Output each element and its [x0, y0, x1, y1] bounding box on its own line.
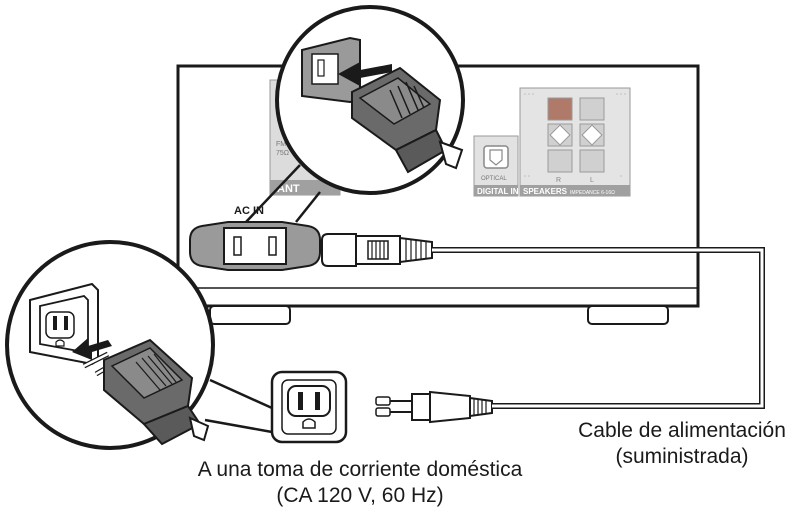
speakers-label: SPEAKERS [523, 187, 568, 196]
cable-caption-line1: Cable de alimentación [578, 419, 786, 442]
ac-inlet-magnifier [245, 5, 465, 223]
outlet-magnifier [5, 240, 273, 450]
us-plug-icon [375, 390, 510, 424]
speaker-terminals: R L SPEAKERS IMPEDANCE 6-16Ω [519, 87, 631, 197]
digital-in-label: DIGITAL IN [477, 187, 519, 196]
wall-outlet-icon [270, 370, 348, 444]
power-cable [440, 247, 765, 409]
cable-caption-line2: (suministrada) [615, 445, 749, 468]
outlet-caption-line2: (CA 120 V, 60 Hz) [276, 484, 444, 507]
speaker-r-label: R [556, 177, 561, 184]
speaker-l-label: L [590, 177, 594, 184]
iec-plug-icon [321, 233, 444, 267]
ac-inlet-icon [189, 221, 321, 271]
insert-arrow-icon [338, 62, 392, 86]
left-foot [209, 305, 291, 325]
antenna-label: ANT [277, 183, 300, 195]
outlet-caption: A una toma de corriente doméstica (CA 12… [150, 457, 570, 509]
optical-input: OPTICAL DIGITAL IN [473, 135, 519, 197]
right-foot [587, 305, 669, 325]
cable-caption: Cable de alimentación (suministrada) [560, 418, 804, 470]
antenna-ohm-label: 75Ω [276, 150, 289, 157]
ac-in-label: AC IN [234, 205, 264, 217]
optical-label: OPTICAL [481, 176, 507, 182]
outlet-caption-line1: A una toma de corriente doméstica [197, 458, 523, 481]
antenna-fm-label: FM [276, 141, 286, 148]
speakers-impedance-label: IMPEDANCE 6-16Ω [570, 190, 615, 196]
